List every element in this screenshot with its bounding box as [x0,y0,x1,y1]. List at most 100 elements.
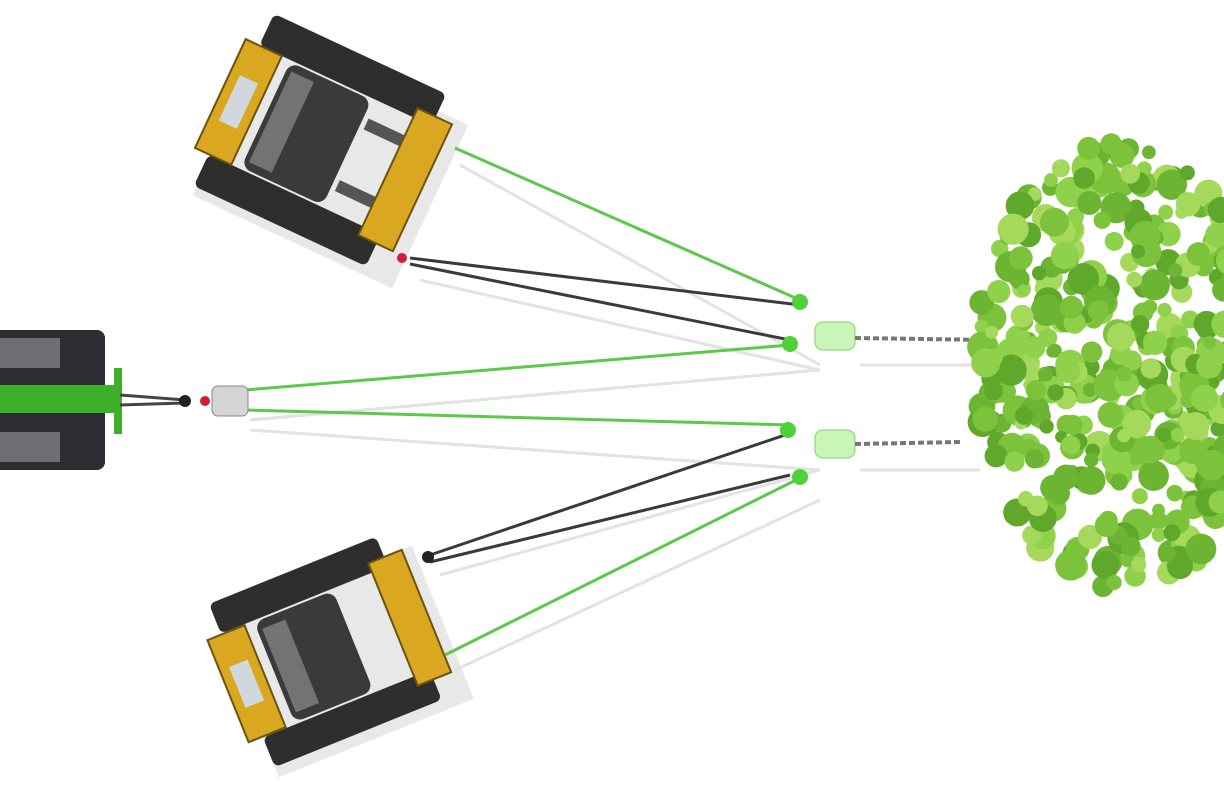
leaf-cluster [987,280,1011,304]
leaf-cluster [1060,295,1084,319]
leaf-cluster [1145,383,1174,413]
leaf-cluster [1062,414,1083,435]
snatch-block-left [200,385,249,417]
leaf-cluster [1175,191,1201,217]
leaf-cluster [1142,330,1168,355]
leaf-cluster [1040,207,1069,237]
top-winch [192,15,469,289]
leaf-cluster [1047,343,1062,358]
leaf-cluster [1208,490,1224,514]
leaf-cluster [1142,145,1156,160]
leaf-cluster [1077,136,1101,160]
bottom-winch [206,538,474,778]
leaf-cluster [1039,419,1054,434]
leaf-cluster [1196,449,1224,481]
leaf-cluster [1081,341,1103,363]
leaf-cluster [997,213,1029,245]
leaf-cluster [1170,427,1186,442]
green-rope [454,146,801,302]
leaf-cluster [1156,169,1187,200]
leaf-cluster [971,348,1001,378]
tree [967,133,1224,598]
green-rope [244,408,791,427]
leaf-cluster [1084,452,1099,468]
leaf-cluster [1122,409,1152,439]
leaf-cluster [1131,571,1145,586]
leaf-cluster [1131,556,1147,573]
leaf-cluster [1196,352,1223,379]
track-left [261,15,445,124]
leaf-cluster [1073,167,1095,189]
leaf-cluster [1004,451,1025,472]
leaf-cluster [1082,382,1097,397]
leaf-cluster [1104,231,1124,251]
leaf-cluster [1219,273,1224,294]
leaf-cluster [1163,524,1181,542]
leaf-cluster [1050,241,1079,270]
winch-drum [244,65,369,202]
dark-rope [409,256,801,307]
track-right [195,156,379,265]
leaf-cluster [1158,204,1174,220]
leaf-cluster [1121,350,1142,371]
winch-blade [357,106,454,253]
leaf-cluster [1186,242,1211,266]
leaf-cluster [1151,527,1167,542]
leaf-cluster [1008,246,1033,271]
leaf-cluster [1037,366,1053,382]
anchor-point [397,253,407,263]
tow-vehicle [0,330,191,470]
leaf-cluster [1152,503,1165,517]
green-rope [244,343,791,392]
leaf-cluster [1091,550,1120,579]
leaf-cluster [1017,284,1030,297]
leaf-cluster [969,290,995,315]
leaf-cluster [1077,524,1103,550]
leaf-cluster [1179,165,1195,181]
leaf-cluster [1120,163,1141,184]
leaf-cluster [1120,536,1141,557]
leaf-cluster [1097,401,1124,428]
dark-rope [409,262,791,342]
leaf-cluster [1139,269,1170,301]
leaf-cluster [1210,421,1224,437]
leaf-cluster [1087,300,1109,322]
leaf-cluster [1022,363,1042,383]
leaf-cluster [1140,358,1162,379]
leaf-cluster [1077,190,1102,215]
ropes [244,146,801,657]
leaf-cluster [1110,473,1128,491]
leaf-cluster [1129,220,1161,252]
leaf-cluster [984,444,1008,468]
winch-blade [367,548,453,688]
leaf-cluster [1009,268,1030,290]
dark-rope [429,433,786,557]
anchor-point [422,551,434,563]
leaf-cluster [1025,379,1047,401]
leaf-cluster [1190,384,1219,412]
track-left [210,538,387,632]
snatch-block-top [782,294,991,352]
leaf-cluster [1106,574,1122,591]
green-rope [444,476,801,657]
leaf-cluster [1093,211,1111,229]
leaf-cluster [984,381,1004,401]
leaf-cluster [1061,435,1081,455]
leaf-cluster [1030,294,1063,327]
leaf-cluster [1005,191,1035,221]
leaf-cluster [974,319,989,334]
leaf-cluster [1205,222,1224,248]
leaf-cluster [1220,391,1224,409]
leaf-cluster [1101,445,1131,475]
leaf-cluster [1094,513,1119,538]
leaf-cluster [1031,265,1047,281]
leaf-cluster [1044,173,1058,188]
leaf-cluster [1100,133,1122,155]
leaf-cluster [1168,263,1183,278]
leaf-cluster [1203,336,1217,350]
track-right [264,671,440,766]
leaf-cluster [1138,460,1169,491]
dark-rope [429,473,791,564]
leaf-cluster [1022,336,1046,359]
